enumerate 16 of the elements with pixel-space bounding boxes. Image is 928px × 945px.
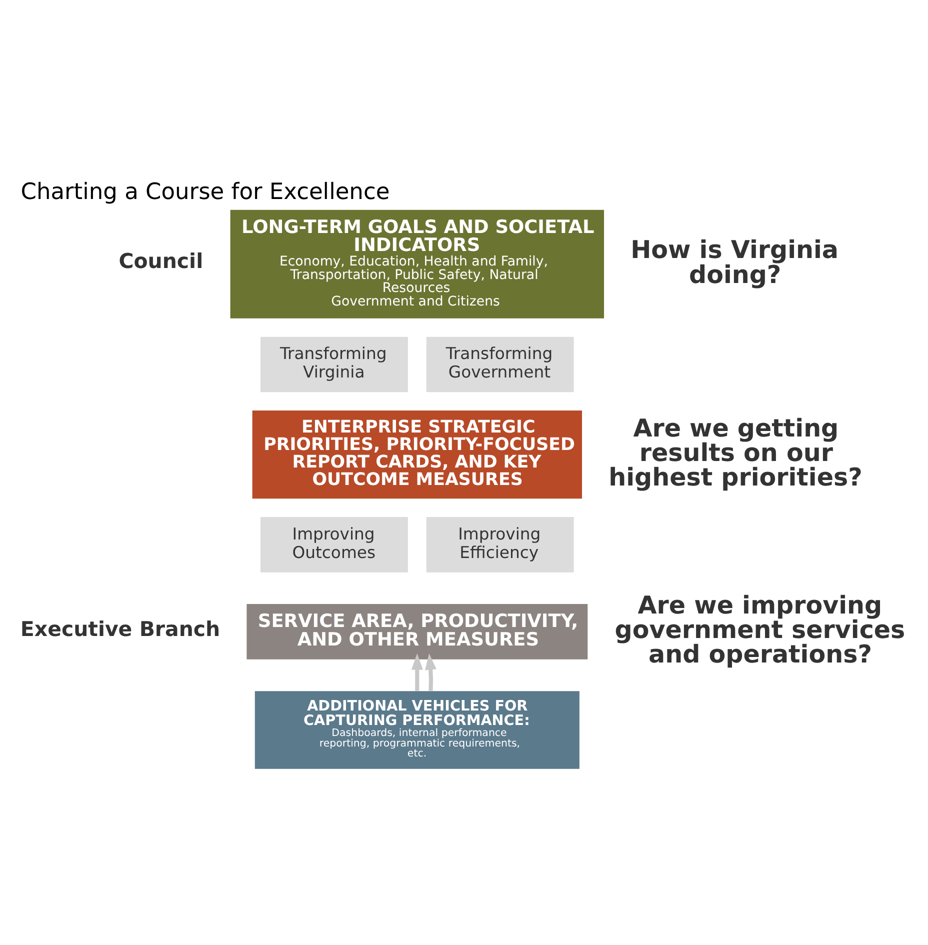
label: Are we getting results on our highest priorities?	[608, 412, 862, 491]
node-box: Transforming Government	[426, 336, 574, 392]
arrow	[424, 652, 436, 690]
label: Executive Branch	[20, 616, 220, 640]
node-box: Transforming Virginia	[260, 336, 408, 392]
node-box: ENTERPRISE STRATEGIC PRIORITIES, PRIORITY-FOCUSED REPORT CARDS, AND KEY OUTCOME MEASURES	[252, 410, 582, 498]
node-box: ADDITIONAL VEHICLES FOR CAPTURING PERFORMANCE: Dashboards, internal performance reporting, programmatic requirements, etc.	[254, 690, 580, 768]
label: Are we improving government services and operations?	[614, 590, 906, 668]
node-box: Improving Efficiency	[426, 516, 574, 572]
node-box: SERVICE AREA, PRODUCTIVITY, AND OTHER MEASURES	[246, 604, 588, 659]
label: How is Virginia doing?	[630, 234, 838, 288]
arrow	[411, 652, 423, 690]
label: Council	[118, 248, 204, 273]
node-box: LONG-TERM GOALS AND SOCIETAL INDICATORS Economy, Education, Health and Family, Transportation, Public Safety, Natural Resources Government and Citizens	[230, 209, 604, 318]
diagram-title: Charting a Course for Excellence	[20, 178, 390, 205]
node-box: Improving Outcomes	[260, 516, 408, 572]
